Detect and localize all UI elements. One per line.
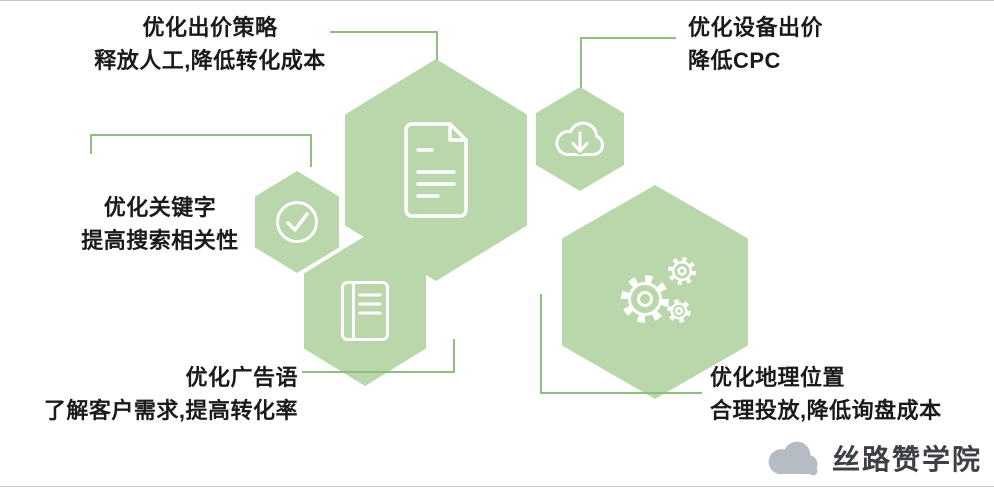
connector-geo-vertical: [540, 294, 542, 394]
hexagon-device-bid: [536, 87, 624, 191]
hexagon-ad-copy: [304, 236, 426, 386]
connector-ad-copy-horizontal: [302, 371, 455, 373]
label-bid-strategy: 优化出价策略 释放人工,降低转化成本: [80, 11, 340, 77]
label-device-bid: 优化设备出价 降低CPC: [688, 11, 823, 77]
label-device-bid-desc: 降低CPC: [688, 48, 781, 73]
connector-bid-strategy-horizontal: [330, 31, 438, 33]
cloud-download-icon: [555, 121, 604, 157]
book-icon: [341, 281, 389, 341]
watermark: 丝路赞学院: [762, 436, 982, 480]
watermark-cloud-icon: [768, 441, 818, 476]
label-bid-strategy-desc: 释放人工,降低转化成本: [94, 48, 326, 73]
label-keywords-title: 优化关键字: [103, 195, 217, 220]
connector-device-bid-vertical: [580, 37, 582, 88]
label-keywords: 优化关键字 提高搜索相关性: [40, 191, 280, 257]
label-ad-copy-title: 优化广告语: [185, 365, 298, 390]
connector-ad-copy-vertical: [453, 339, 455, 373]
hexagon-keywords: [255, 171, 339, 273]
label-keywords-desc: 提高搜索相关性: [81, 228, 239, 253]
connector-keywords-tick: [90, 134, 92, 154]
label-geo-desc: 合理投放,降低询盘成本: [710, 398, 942, 423]
label-bid-strategy-title: 优化出价策略: [142, 15, 278, 40]
watermark-text: 丝路赞学院: [831, 444, 982, 475]
label-ad-copy: 优化广告语 了解客户需求,提高转化率: [5, 361, 298, 427]
connector-keywords-vertical: [310, 134, 312, 167]
label-geo: 优化地理位置 合理投放,降低询盘成本: [710, 361, 942, 427]
document-icon: [404, 122, 468, 218]
label-device-bid-title: 优化设备出价: [688, 15, 824, 40]
connector-device-bid-horizontal: [580, 37, 676, 39]
connector-geo-horizontal: [540, 392, 702, 394]
label-geo-title: 优化地理位置: [710, 365, 846, 390]
check-circle-icon: [276, 201, 318, 243]
connector-bid-strategy-vertical: [436, 31, 438, 60]
connector-keywords-horizontal: [90, 134, 312, 136]
label-ad-copy-desc: 了解客户需求,提高转化率: [43, 398, 298, 423]
gears-icon: [621, 257, 696, 323]
